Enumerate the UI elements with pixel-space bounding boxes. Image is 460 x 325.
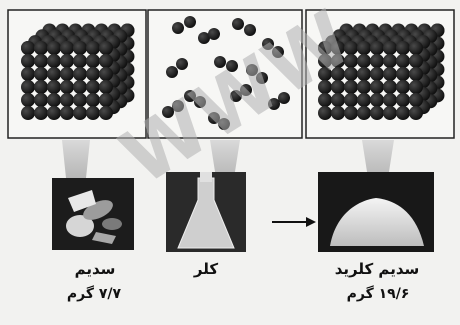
ion [370, 80, 384, 94]
sodium-atom [34, 67, 48, 81]
sodium-zoom-cone [62, 140, 90, 178]
chlorine-atom [172, 22, 184, 34]
ion [357, 106, 371, 120]
ion [370, 41, 384, 55]
chlorine-atom [232, 18, 244, 30]
sodium-atom [73, 106, 87, 120]
ion [396, 80, 410, 94]
sodium-atom [99, 106, 113, 120]
ion [370, 93, 384, 107]
ion [331, 106, 345, 120]
sodium-name-label: سدیم [60, 260, 130, 278]
chlorine-atom [208, 28, 220, 40]
ion [409, 41, 423, 55]
sodium-atom [21, 106, 35, 120]
ion [396, 67, 410, 81]
ion [383, 93, 397, 107]
sodium-atom [73, 41, 87, 55]
ion [383, 106, 397, 120]
sodium-atom [73, 67, 87, 81]
ion [396, 106, 410, 120]
sodium-atom [21, 54, 35, 68]
ion [409, 67, 423, 81]
sodium-atom [34, 54, 48, 68]
sodium-atom [86, 80, 100, 94]
ion [357, 93, 371, 107]
sodium-atom [73, 80, 87, 94]
sodium-mass-label: ۷/۷ گرم [54, 286, 134, 302]
sodium-atom [60, 54, 74, 68]
sodium-atom [47, 41, 61, 55]
sodium-atom [47, 67, 61, 81]
sodium-atom [60, 93, 74, 107]
ion [318, 106, 332, 120]
sodium-atom [34, 80, 48, 94]
sodium-atom [21, 93, 35, 107]
ion [331, 93, 345, 107]
ion [383, 41, 397, 55]
ion [344, 93, 358, 107]
sodium-atom [99, 93, 113, 107]
ion [344, 80, 358, 94]
sodium-atom [34, 93, 48, 107]
ion [344, 106, 358, 120]
sodium-atom [86, 54, 100, 68]
sodium-atom [99, 67, 113, 81]
ion [357, 41, 371, 55]
chlorine-atom [184, 16, 196, 28]
sodium-atom [99, 54, 113, 68]
ion [396, 41, 410, 55]
sodium-atom [60, 67, 74, 81]
ion [409, 106, 423, 120]
sodium-atom [21, 67, 35, 81]
ion [370, 106, 384, 120]
chlorine-flask-neck [200, 172, 212, 182]
ion [396, 93, 410, 107]
sodium-atom [73, 54, 87, 68]
sodium-atom [86, 93, 100, 107]
ion [370, 67, 384, 81]
sodium-atom [86, 41, 100, 55]
sodium-atom [34, 106, 48, 120]
ion [357, 80, 371, 94]
sodium-atom [73, 93, 87, 107]
sodium-atom [21, 41, 35, 55]
sodium-atom [60, 41, 74, 55]
sodium-atom [21, 80, 35, 94]
sodium-atom [60, 106, 74, 120]
sodium-atom [86, 106, 100, 120]
sodium-atom [47, 80, 61, 94]
chlorine-name-label: کلر [174, 260, 238, 278]
reaction-arrow [272, 217, 316, 227]
sodium-atom [47, 93, 61, 107]
ion [409, 93, 423, 107]
sodium-chloride-mass-label: ۱۹/۶ گرم [326, 286, 430, 302]
sodium-atom [86, 67, 100, 81]
chlorine-atom [166, 66, 178, 78]
sodium-atom [99, 41, 113, 55]
sodium-atom [47, 106, 61, 120]
chlorine-atom [176, 58, 188, 70]
ion [396, 54, 410, 68]
sodium-chloride-name-label: سدیم کلرید [322, 260, 432, 278]
ion [409, 54, 423, 68]
ion [409, 80, 423, 94]
ion [370, 54, 384, 68]
sodium-atom [47, 54, 61, 68]
ion [383, 80, 397, 94]
sodium-lattice [21, 23, 134, 120]
sodium-atom [60, 80, 74, 94]
sodium-atom [34, 41, 48, 55]
ion [383, 67, 397, 81]
sodium-atom [99, 80, 113, 94]
ion [383, 54, 397, 68]
